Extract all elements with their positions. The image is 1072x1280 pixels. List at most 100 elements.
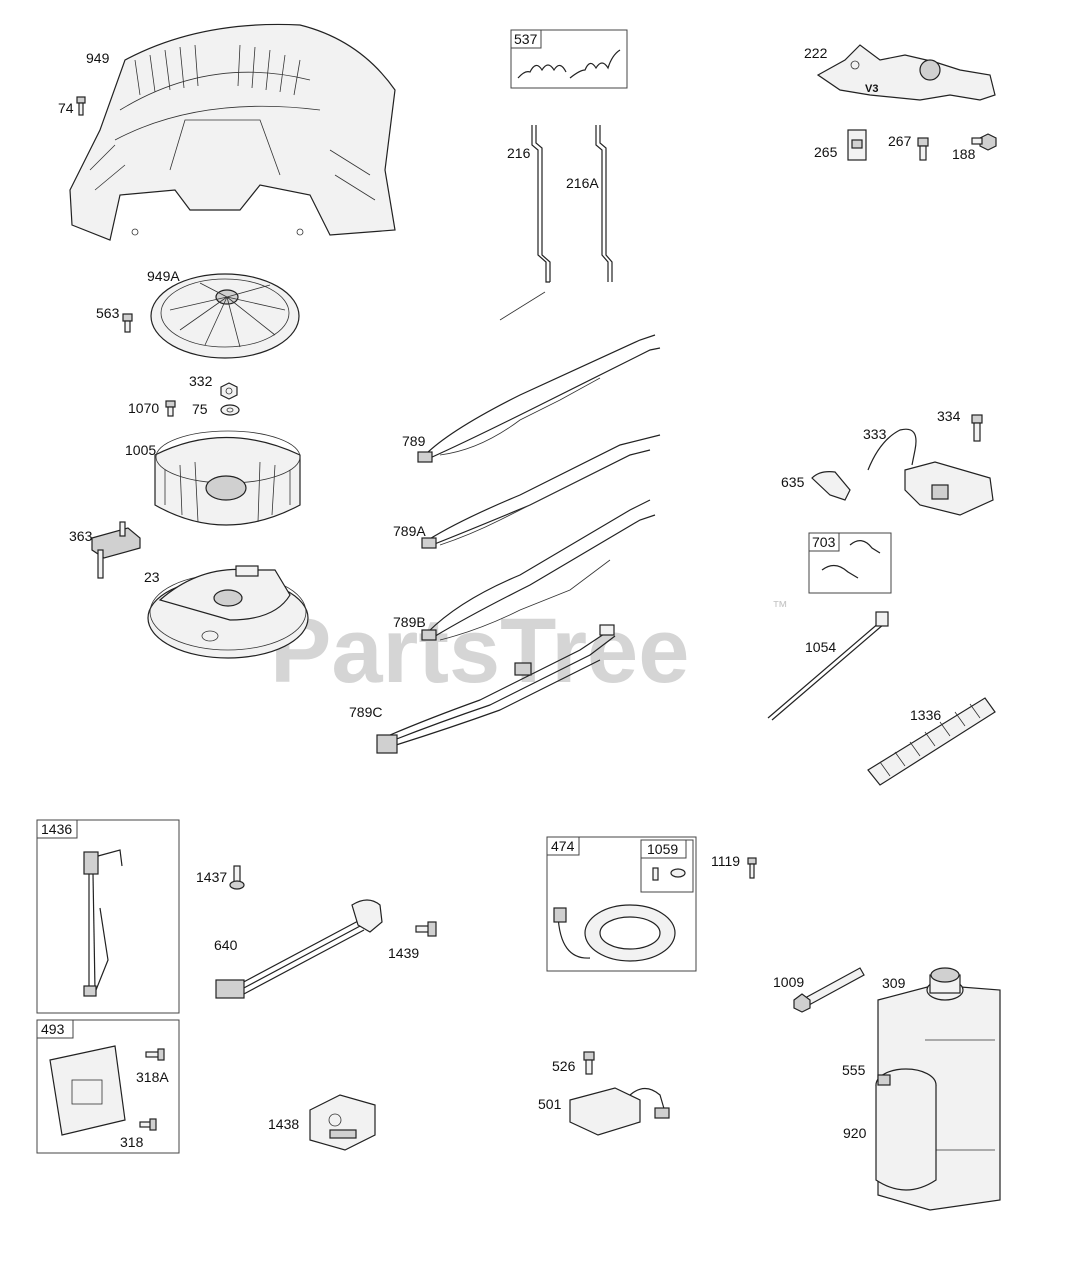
label-563: 563 xyxy=(96,305,120,321)
module-1438-part[interactable] xyxy=(309,1094,376,1151)
screw-1059-part[interactable] xyxy=(652,867,686,881)
screw-188-part[interactable] xyxy=(971,133,997,151)
label-537: 537 xyxy=(514,31,538,47)
blower-housing-part[interactable] xyxy=(69,23,396,241)
label-949: 949 xyxy=(86,50,110,66)
screw-1437-part[interactable] xyxy=(229,865,245,890)
label-334: 334 xyxy=(937,408,961,424)
label-1438: 1438 xyxy=(268,1116,299,1132)
label-74: 74 xyxy=(58,100,74,116)
label-949A: 949A xyxy=(147,268,180,284)
group-1436-label-box xyxy=(36,819,78,839)
screw-74-part[interactable] xyxy=(76,96,86,116)
label-265: 265 xyxy=(814,144,838,160)
conduit-1336-part[interactable] xyxy=(867,697,996,786)
harness-789B-part[interactable] xyxy=(421,499,656,641)
watermark-trademark: ™ xyxy=(772,599,788,616)
harness-640-part[interactable] xyxy=(215,899,383,999)
label-526: 526 xyxy=(552,1058,576,1074)
label-635: 635 xyxy=(781,474,805,490)
screw-318A-part[interactable] xyxy=(145,1048,165,1061)
bolt-1009-part[interactable] xyxy=(793,967,865,1013)
cable-tie-1054-part[interactable] xyxy=(767,611,889,721)
clip-265-part[interactable] xyxy=(847,129,867,161)
harness-789-part[interactable] xyxy=(417,291,661,463)
label-318: 318 xyxy=(120,1134,144,1150)
spring-537-part[interactable] xyxy=(517,49,621,79)
flywheel-part[interactable] xyxy=(147,565,309,659)
screw-267-part[interactable] xyxy=(917,137,929,161)
label-216: 216 xyxy=(507,145,531,161)
label-v3: V3 xyxy=(865,83,878,95)
washer-75-part[interactable] xyxy=(220,404,240,416)
spark-plug-boot-635-part[interactable] xyxy=(811,471,851,501)
label-332: 332 xyxy=(189,373,213,389)
label-1119: 1119 xyxy=(711,853,740,869)
label-1059: 1059 xyxy=(647,841,678,857)
label-789A: 789A xyxy=(393,523,426,539)
springs-group-frame xyxy=(510,29,628,89)
springs-label-box xyxy=(510,29,542,49)
flywheel-fan-part[interactable] xyxy=(154,430,301,526)
label-501: 501 xyxy=(538,1096,562,1112)
label-1437: 1437 xyxy=(196,869,227,885)
watermark-text: PartsTree xyxy=(270,600,689,702)
label-309: 309 xyxy=(882,975,906,991)
label-920: 920 xyxy=(843,1125,867,1141)
label-222: 222 xyxy=(804,45,828,61)
label-1054: 1054 xyxy=(805,639,836,655)
cover-plate-493-part[interactable] xyxy=(49,1045,126,1136)
bracket-363-part[interactable] xyxy=(91,521,141,579)
label-23: 23 xyxy=(144,569,160,585)
label-703: 703 xyxy=(812,534,836,550)
label-75: 75 xyxy=(192,401,208,417)
label-1439: 1439 xyxy=(388,945,419,961)
label-1070: 1070 xyxy=(128,400,159,416)
screw-1070-part[interactable] xyxy=(165,400,176,417)
label-1009: 1009 xyxy=(773,974,804,990)
group-1436-frame xyxy=(36,819,180,1014)
label-493: 493 xyxy=(41,1021,65,1037)
label-555: 555 xyxy=(842,1062,866,1078)
screw-318-part[interactable] xyxy=(139,1118,157,1131)
harness-789C-part[interactable] xyxy=(376,624,616,754)
screw-1119-part[interactable] xyxy=(747,857,757,879)
rod-216A-part[interactable] xyxy=(595,125,613,282)
label-333: 333 xyxy=(863,426,887,442)
solenoid-555-part[interactable] xyxy=(875,1068,937,1191)
screw-334-part[interactable] xyxy=(971,414,983,442)
screw-563-part[interactable] xyxy=(122,313,133,333)
clips-group-frame xyxy=(808,532,892,594)
stator-label-box xyxy=(546,836,580,856)
label-474: 474 xyxy=(551,838,575,854)
label-318A: 318A xyxy=(136,1069,169,1085)
stator-group-frame xyxy=(546,836,697,972)
label-216A: 216A xyxy=(566,175,599,191)
screw-1439-part[interactable] xyxy=(415,921,437,937)
group-493-label-box xyxy=(36,1019,74,1039)
label-789B: 789B xyxy=(393,614,426,630)
label-789C: 789C xyxy=(349,704,382,720)
label-1436: 1436 xyxy=(41,821,72,837)
label-363: 363 xyxy=(69,528,93,544)
governor-bracket-222-part[interactable] xyxy=(816,44,996,101)
screw-526-part[interactable] xyxy=(583,1051,595,1075)
ignition-coil-333-part[interactable] xyxy=(867,428,994,516)
label-640: 640 xyxy=(214,937,238,953)
clip-703-part[interactable] xyxy=(821,540,881,579)
label-1005: 1005 xyxy=(125,442,156,458)
label-789: 789 xyxy=(402,433,426,449)
clips-label-box xyxy=(808,532,840,552)
group-493-frame xyxy=(36,1019,180,1154)
regulator-501-part[interactable] xyxy=(569,1087,670,1136)
harness-789A-part[interactable] xyxy=(421,434,661,549)
group-1059-label-box xyxy=(640,839,687,859)
stator-474-part[interactable] xyxy=(553,904,676,962)
rod-216-part[interactable] xyxy=(531,125,551,283)
nut-332-part[interactable] xyxy=(220,382,238,400)
fan-screen-part[interactable] xyxy=(150,273,300,359)
label-267: 267 xyxy=(888,133,912,149)
sensor-1436-part[interactable] xyxy=(83,849,123,997)
label-1336: 1336 xyxy=(910,707,941,723)
